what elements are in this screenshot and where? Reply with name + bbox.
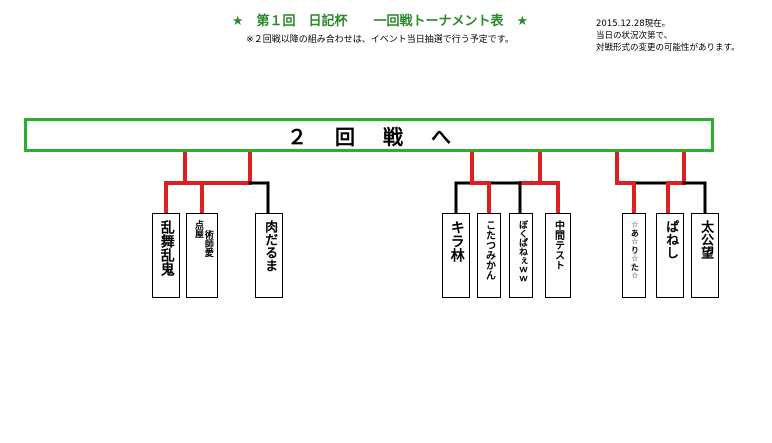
entrant-name: 乱舞乱鬼 (158, 220, 175, 276)
entrant-name: 太公望 (698, 220, 714, 259)
entrant-name: 点屋 (193, 220, 203, 238)
entrant-name: こたつみかん (483, 220, 495, 280)
note-line-date: 2015.12.28現在。 (596, 19, 671, 29)
entrant-box: 点屋 術師愛 (186, 213, 218, 298)
entrant-box: 乱舞乱鬼 (152, 213, 180, 298)
page-subtitle: ※２回戦以降の組み合わせは、イベント当日抽選で行う予定です。 (246, 35, 514, 45)
entrant-name: 中間テスト (552, 220, 564, 270)
round-two-label: ２回戦へ (287, 124, 479, 149)
entrant-box: 太公望 (691, 213, 719, 298)
status-note: 2015.12.28現在。 当日の状況次第で、 対戦形式の変更の可能性があります… (596, 18, 772, 54)
entrant-box: 肉だるま (255, 213, 283, 298)
entrant-name: ぱねし (663, 220, 679, 259)
entrant-box: ぼくぱねぇｗｗ (509, 213, 533, 298)
page-title: ★ 第１回 日記杯 一回戦トーナメント表 ★ (231, 14, 529, 29)
entrant-name: ☆あ☆り☆た☆ (630, 220, 640, 280)
entrant-box: ☆あ☆り☆た☆ (622, 213, 646, 298)
entrant-box: キラ林 (442, 213, 470, 298)
entrant-name: ぼくぱねぇｗｗ (516, 220, 527, 283)
entrant-name-line2: 術師愛 (202, 230, 213, 257)
round-two-banner: ２回戦へ (24, 118, 714, 152)
note-line-format: 対戦形式の変更の可能性があります。 (596, 43, 740, 53)
note-line-condition: 当日の状況次第で、 (596, 31, 673, 41)
entrant-box: 中間テスト (545, 213, 571, 298)
entrant-box: ぱねし (656, 213, 684, 298)
entrant-box: こたつみかん (477, 213, 501, 298)
entrant-name: 肉だるま (262, 220, 278, 272)
entrant-name: キラ林 (448, 220, 465, 262)
